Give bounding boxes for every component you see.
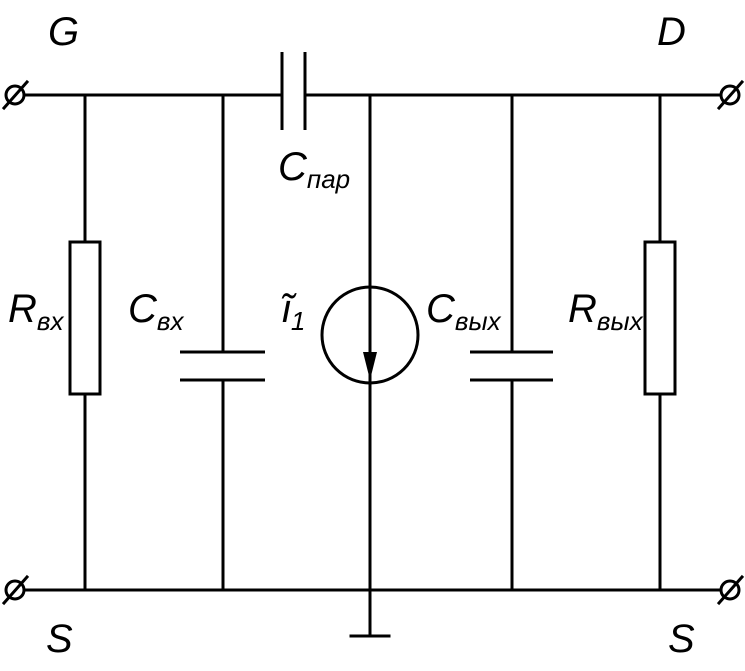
- label-r-out: Rвых: [568, 287, 644, 336]
- label-c-par-subscript: пар: [307, 164, 350, 194]
- label-c-par: Cпар: [278, 145, 350, 194]
- capacitor-c-par: [280, 52, 307, 130]
- label-r-out-symbol: R: [568, 287, 597, 331]
- label-g: G: [48, 10, 79, 54]
- terminal-d: [716, 79, 745, 111]
- label-c-out: Cвых: [426, 287, 502, 336]
- capacitor-c-out: [470, 93, 553, 592]
- terminal-s-left: [1, 574, 30, 606]
- label-r-in: Rвх: [8, 287, 64, 336]
- label-i1: ĩ1: [281, 287, 305, 336]
- label-s-left: S: [46, 617, 73, 661]
- label-i1-subscript: 1: [291, 306, 305, 336]
- label-r-out-subscript: вых: [597, 306, 644, 336]
- label-s-right: S: [668, 617, 695, 661]
- label-c-in-symbol: C: [128, 287, 158, 331]
- label-c-out-symbol: C: [426, 287, 456, 331]
- label-r-in-symbol: R: [8, 287, 37, 331]
- terminal-g: [1, 79, 30, 111]
- arrow-down-icon: [363, 352, 377, 380]
- resistor-r-out: [643, 93, 677, 592]
- resistor-r-in: [68, 93, 102, 592]
- label-r-in-subscript: вх: [37, 306, 65, 336]
- label-c-in-subscript: вх: [157, 306, 185, 336]
- capacitor-c-in: [180, 93, 265, 592]
- terminal-s-right: [716, 574, 745, 606]
- label-c-out-subscript: вых: [455, 306, 502, 336]
- label-c-par-symbol: C: [278, 145, 308, 189]
- label-d: D: [657, 10, 686, 54]
- current-source-i1: [320, 93, 420, 638]
- label-c-in: Cвх: [128, 287, 184, 336]
